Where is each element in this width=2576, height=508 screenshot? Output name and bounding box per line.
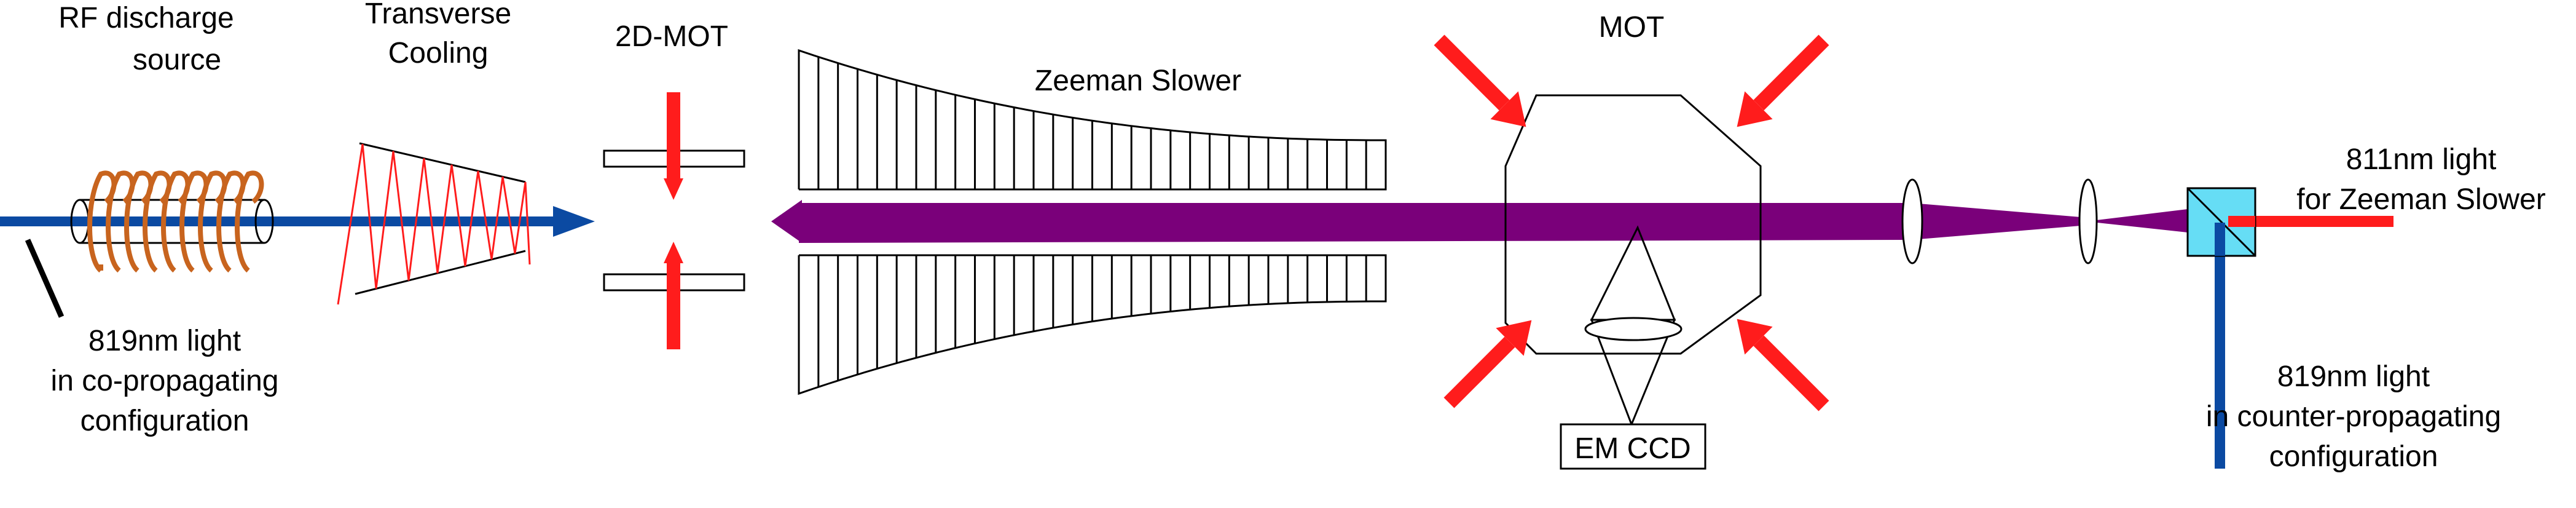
cooling-laser-zigzag	[337, 143, 531, 305]
zeeman-beam-wide	[799, 200, 2095, 243]
zeeman-slower-windings	[817, 57, 1367, 387]
rf-discharge-source	[70, 170, 274, 273]
atomic-beam-arrowhead	[553, 206, 595, 237]
fiber-line-819-co	[25, 239, 65, 318]
zeeman-beam-expanding	[2086, 209, 2188, 232]
light-819-counter-label-line3: configuration	[2269, 440, 2438, 473]
zeeman-slower	[798, 49, 1387, 395]
cooling-mirror-bottom	[355, 250, 526, 295]
rf-coil-loop	[235, 170, 264, 273]
transverse-cooling-region	[337, 142, 531, 305]
light-819-co-label-line2: in co-propagating	[51, 365, 279, 397]
rf-source-label-line2: source	[133, 44, 221, 76]
zeeman-slower-label: Zeeman Slower	[1035, 65, 1241, 97]
laser-811-beam	[2223, 216, 2393, 227]
cooling-mirror-top	[359, 142, 526, 183]
mot-beam-bottom-right-arrow	[1737, 319, 1829, 411]
em-ccd-box	[1560, 423, 1706, 470]
zeeman-slower-lower-coils	[798, 254, 1387, 395]
mot-beam-top-right-arrow	[1737, 34, 1829, 127]
laser-819-in-cube	[2215, 223, 2225, 256]
zeeman-slower-upper-coils	[798, 49, 1387, 191]
mot-chamber	[1504, 94, 1762, 470]
mot-cooling-arrows	[1434, 34, 1829, 411]
light-819-co-label-line1: 819nm light	[88, 325, 241, 357]
transverse-cooling-label-line2: Cooling	[388, 37, 489, 69]
light-811-label-line1: 811nm light	[2346, 143, 2497, 176]
mot-beam-bottom-left-arrow	[1443, 320, 1532, 408]
mot-label: MOT	[1599, 11, 1665, 44]
lens-2	[2078, 178, 2098, 264]
light-819-counter-label-line1: 819nm light	[2277, 360, 2430, 393]
em-ccd-label: EM CCD	[1574, 432, 1690, 465]
combined-laser-beam	[771, 200, 2228, 243]
atomic-beam-arrow	[0, 206, 595, 237]
light-819-co-label-line3: configuration	[80, 405, 249, 437]
mot2d-beam-down-arrow	[664, 92, 683, 200]
atomic-beam-shaft	[0, 216, 560, 226]
laser-811-in-cube	[2228, 216, 2255, 227]
rf-coil	[87, 170, 264, 273]
laser-819-counter-beam	[2215, 223, 2225, 469]
tube-end-right	[254, 199, 274, 244]
rf-source-label-line1: RF discharge	[58, 2, 234, 34]
mot2d-beam-up-arrow	[664, 242, 683, 349]
transverse-cooling-label-line1: Transverse	[365, 0, 511, 30]
light-811-label-line2: for Zeeman Slower	[2296, 183, 2546, 216]
light-819-counter-label-line2: in counter-propagating	[2206, 400, 2501, 433]
lens-1	[1901, 178, 1923, 264]
cube-diagonal	[2186, 187, 2256, 257]
imaging-lens	[1584, 317, 1683, 341]
mot-octagon	[1504, 94, 1762, 355]
zeeman-beam-tip	[771, 200, 802, 243]
mot-beam-top-left-arrow	[1434, 34, 1526, 127]
mot2d-label: 2D-MOT	[615, 20, 728, 53]
mot-2d	[603, 92, 745, 349]
imaging-cone-upper	[1590, 225, 1676, 321]
